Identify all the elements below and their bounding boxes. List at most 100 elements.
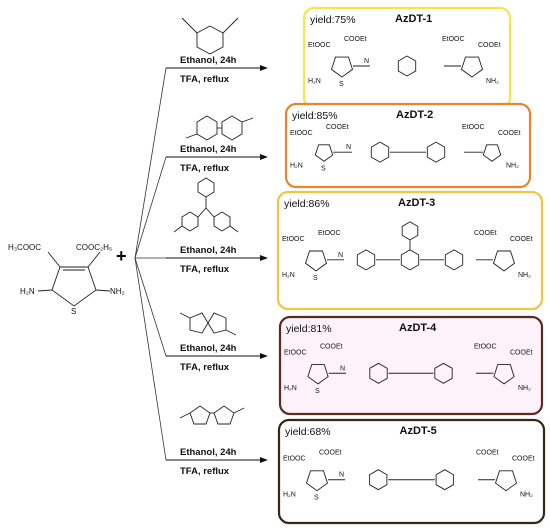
thiophene-ring [314, 144, 334, 162]
catalyst-label: TFA, reflux [180, 74, 230, 85]
ester-label-a: EtOOC [284, 350, 307, 357]
aldehyde-1-co-left [181, 17, 189, 25]
amine-label-left: H₂N [290, 162, 303, 169]
imine-n-label: N [339, 472, 344, 479]
product-box-border [276, 190, 544, 311]
amine-label-left: H₂N [308, 78, 321, 85]
product-yield: yield:86% [284, 198, 330, 210]
sulfur-label-left: S [313, 275, 318, 282]
aldehyde-5-cho-right [233, 407, 245, 414]
ester-label-b: COOEt [326, 124, 349, 131]
reactant-ester-bond-right [87, 251, 101, 268]
reactant-structure: H₃COOC COOC₂H₅ H₂N NH₂ S [8, 243, 125, 316]
amine-label-left: H₂N [283, 492, 296, 499]
aldehyde-3-cho-left [173, 225, 183, 233]
ester-label-a: EtOOC [282, 236, 305, 243]
fan-line-1 [134, 67, 167, 259]
ester-label-b: COOEt [344, 36, 367, 43]
ester-label-c: EtOOC [462, 124, 485, 131]
core-ring [444, 249, 464, 271]
product-box-border [278, 315, 544, 416]
amine-label-right: NH₂ [506, 162, 519, 169]
aldehyde-5 [179, 405, 245, 425]
reactant-ester-right: COOC₂H₅ [76, 243, 112, 252]
reactant-thiophene-ring [51, 266, 97, 307]
aldehyde-2-ring-2 [221, 115, 243, 141]
solvent-label: Ethanol, 24h [180, 245, 237, 256]
pendant-phenyl [401, 221, 419, 241]
sulfur-label-left: S [315, 388, 320, 395]
aldehyde-4-cho-right [225, 329, 237, 336]
thiophene-ring [492, 250, 516, 272]
aldehyde-1-cho-left [187, 23, 198, 34]
arrow-head [260, 255, 268, 261]
thiophene-ring [460, 56, 484, 78]
ester-label-b: COOEt [320, 344, 343, 351]
aldehyde-4-ring-2 [207, 312, 227, 334]
ester-label-a: EtOOC [290, 130, 313, 137]
aldehyde-4-cho-left [179, 312, 191, 319]
ester-label-d: COOEt [478, 42, 501, 49]
amine-label-right: NH₂ [486, 78, 499, 85]
aldehyde-2-cho-left [185, 133, 198, 139]
aldehyde-4-ring-1 [189, 312, 209, 334]
ester-label-c: COOEt [474, 230, 497, 237]
product-name: AzDT-3 [398, 197, 435, 209]
solvent-label: Ethanol, 24h [180, 55, 237, 66]
ester-label-c: EtOOC [474, 344, 497, 351]
aldehyde-1 [181, 17, 239, 55]
ester-label-b: COOEt [319, 450, 342, 457]
product-name: AzDT-4 [399, 322, 437, 334]
core-ring [434, 362, 453, 384]
aldehyde-3-ring-right [213, 211, 231, 232]
aldehyde-3-n-left [197, 207, 207, 218]
fan-lines [134, 67, 167, 461]
product-yield: yield:81% [286, 323, 332, 335]
product-yield: yield:68% [285, 426, 331, 438]
product-yield: yield:75% [310, 14, 356, 26]
reactant-sulfur: S [71, 307, 76, 316]
product-yield: yield:85% [292, 110, 338, 122]
fan-line-2 [134, 156, 167, 259]
thiophene-ring [482, 144, 502, 162]
thiophene-ring [330, 56, 354, 78]
core-ring [435, 469, 454, 491]
aldehyde-3-cho-right [229, 225, 239, 233]
plus-sign: + [116, 246, 127, 266]
aldehyde-5-ring-1 [189, 405, 211, 425]
aldehyde-2-cho-right [241, 117, 254, 123]
core-ring [356, 249, 376, 271]
solvent-label: Ethanol, 24h [180, 144, 237, 155]
thiophene-ring [307, 364, 329, 385]
ester-label-b: EtOOC [318, 230, 341, 237]
reactant-ester-bond-left [47, 251, 61, 268]
arrow-head [260, 65, 268, 71]
amine-label-left: H₂N [282, 272, 295, 279]
aldehyde-2-ring-1 [196, 115, 218, 141]
reactant-ester-left: H₃COOC [8, 243, 41, 252]
solvent-label: Ethanol, 24h [180, 447, 237, 458]
core-ring [426, 141, 446, 163]
aldehyde-5-ring-2 [213, 405, 235, 425]
core-ring [369, 469, 388, 491]
sulfur-label-left: S [321, 165, 326, 172]
thiophene-ring [493, 364, 515, 385]
aldehyde-3 [173, 177, 239, 233]
solvent-label: Ethanol, 24h [180, 343, 237, 354]
aldehyde-1-benzene [196, 25, 224, 55]
product-name: AzDT-2 [396, 109, 433, 121]
imine-n-label: N [340, 365, 345, 372]
ester-label-a: EtOOC [308, 42, 331, 49]
amine-label-left: H₂N [284, 385, 297, 392]
product-box-border [284, 102, 532, 189]
ester-label-d: COOEt [512, 456, 535, 463]
arrow-head [260, 154, 268, 160]
